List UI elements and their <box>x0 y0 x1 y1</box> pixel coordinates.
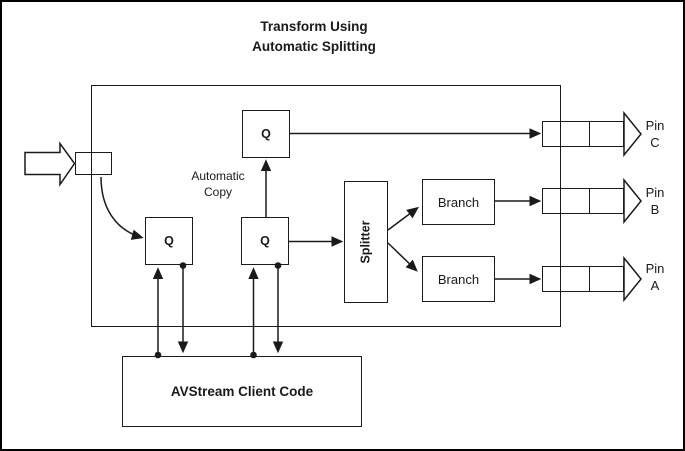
pin-b-letter: B <box>650 201 660 217</box>
pin-c-letter: C <box>650 134 660 150</box>
title-line-1: Transform Using <box>260 19 368 34</box>
queue-box-top: Q <box>242 110 290 158</box>
automatic-copy-line-2: Copy <box>203 185 232 199</box>
pin-c-queue-rect <box>542 121 624 147</box>
queue-box-middle: Q <box>241 217 289 265</box>
branch-top-label: Branch <box>437 194 480 210</box>
client-code-box: AVStream Client Code <box>122 356 362 427</box>
input-stream-arrow <box>24 141 76 187</box>
branch-box-top: Branch <box>422 179 495 225</box>
splitter-box: Splitter <box>344 181 388 303</box>
pin-b-word: Pin <box>645 185 665 200</box>
diagram-title: Transform Using Automatic Splitting <box>214 17 414 57</box>
queue-top-label: Q <box>261 127 271 141</box>
pin-a-label: Pin A <box>632 261 678 294</box>
queue-box-left: Q <box>145 217 193 265</box>
pin-c-queue-divider <box>589 122 590 146</box>
input-port-rect <box>75 152 112 175</box>
automatic-copy-label: Automatic Copy <box>166 168 270 200</box>
splitter-label: Splitter <box>359 220 373 264</box>
pin-a-word: Pin <box>645 261 665 276</box>
title-line-2: Automatic Splitting <box>252 39 376 54</box>
pin-b-queue-rect <box>542 188 624 214</box>
client-code-label: AVStream Client Code <box>170 384 314 399</box>
branch-box-bottom: Branch <box>422 256 495 302</box>
pin-c-word: Pin <box>645 118 665 133</box>
queue-middle-label: Q <box>260 234 270 248</box>
automatic-copy-line-1: Automatic <box>191 169 245 183</box>
pin-a-queue-rect <box>542 266 624 292</box>
pin-b-label: Pin B <box>632 185 678 218</box>
pin-c-label: Pin C <box>632 118 678 151</box>
branch-bottom-label: Branch <box>437 271 480 287</box>
pin-a-queue-divider <box>589 267 590 291</box>
pin-a-letter: A <box>650 277 660 293</box>
queue-left-label: Q <box>164 234 174 248</box>
filter-boundary-box <box>91 85 561 327</box>
pin-b-queue-divider <box>589 189 590 213</box>
